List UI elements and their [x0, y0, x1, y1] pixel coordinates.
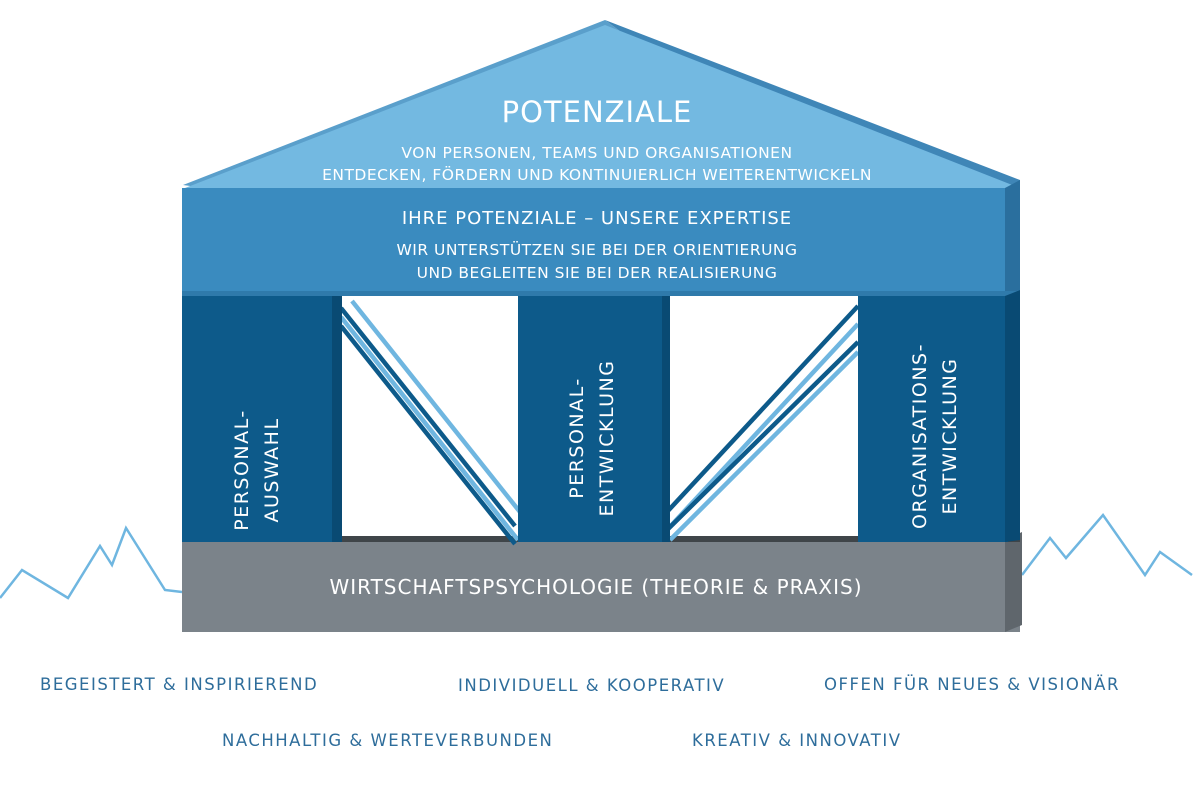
pillar-organisationsentwicklung: [858, 290, 1020, 542]
strut-left: [339, 299, 522, 546]
value-3: OFFEN FÜR NEUES & VISIONÄR: [824, 675, 1120, 694]
beam: [182, 180, 1020, 296]
value-4: NACHHALTIG & WERTEVERBUNDEN: [222, 731, 553, 750]
roof: [183, 20, 1020, 190]
pillar-3-line2: ENTWICKLUNG: [939, 358, 961, 515]
roof-title: POTENZIALE: [502, 95, 693, 129]
mountain-right: [1021, 512, 1193, 578]
pillar-1-line1: PERSONAL-: [231, 409, 253, 531]
pillar-2-line2: ENTWICKLUNG: [596, 360, 618, 517]
mountain-left: [0, 525, 183, 600]
beam-title: IHRE POTENZIALE – UNSERE EXPERTISE: [402, 208, 792, 229]
strut-right: [664, 304, 860, 542]
pillar-3-line1: ORGANISATIONS-: [909, 343, 931, 529]
pillar-personalauswahl: [182, 296, 342, 542]
base-label: WIRTSCHAFTSPSYCHOLOGIE (THEORIE & PRAXIS…: [329, 575, 862, 599]
value-1: BEGEISTERT & INSPIRIEREND: [40, 675, 318, 694]
roof-subtitle-line2: ENTDECKEN, FÖRDERN UND KONTINUIERLICH WE…: [322, 165, 872, 184]
pillar-2-line1: PERSONAL-: [566, 377, 588, 499]
beam-line2: UND BEGLEITEN SIE BEI DER REALISIERUNG: [417, 264, 778, 282]
pillar-1-line2: AUSWAHL: [261, 417, 283, 522]
pillar-personalentwicklung: [518, 296, 670, 542]
beam-line1: WIR UNTERSTÜTZEN SIE BEI DER ORIENTIERUN…: [396, 240, 797, 259]
value-5: KREATIV & INNOVATIV: [692, 731, 902, 750]
roof-subtitle-line1: VON PERSONEN, TEAMS UND ORGANISATIONEN: [401, 144, 792, 162]
value-2: INDIVIDUELL & KOOPERATIV: [458, 676, 725, 695]
